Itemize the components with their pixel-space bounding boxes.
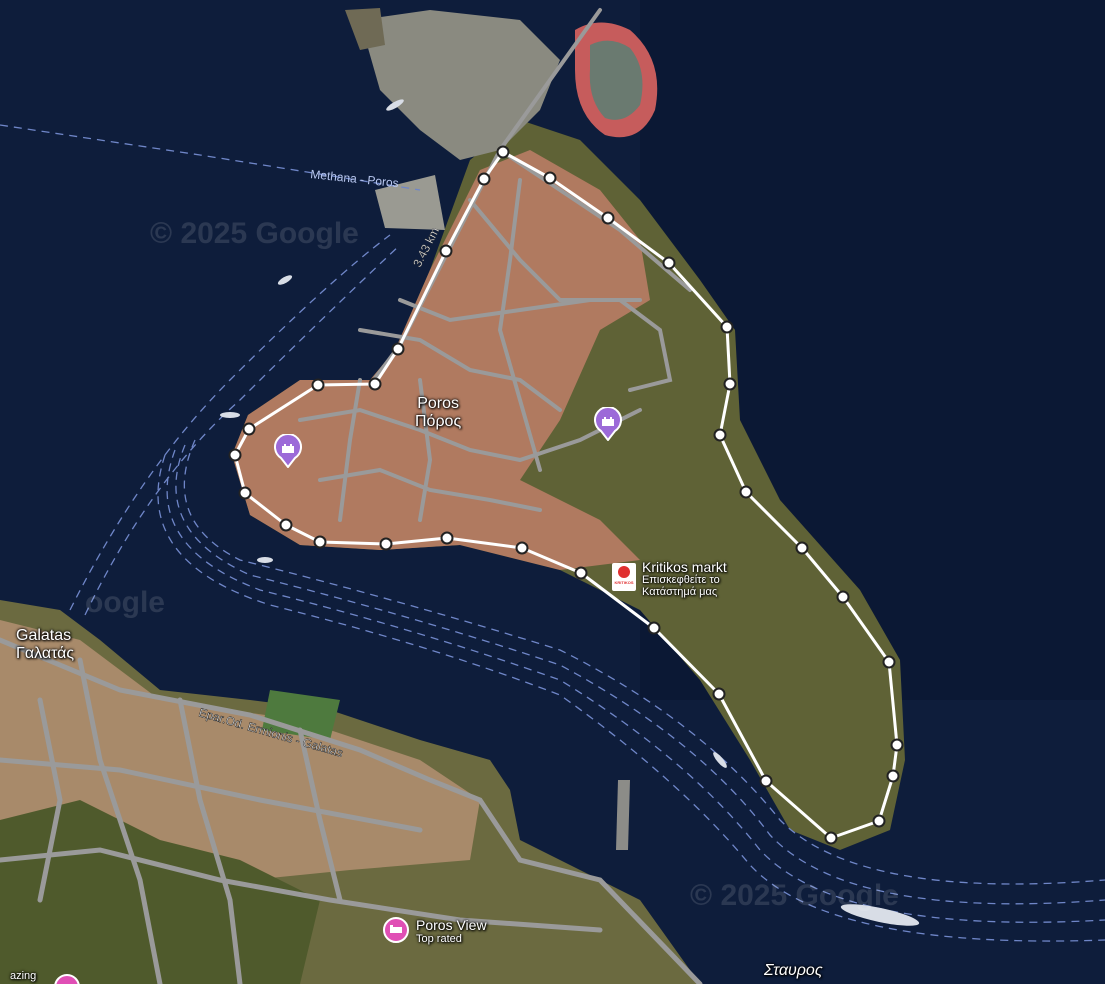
kritikos-logo-mark-icon [618,566,630,578]
route-node[interactable] [313,535,327,549]
port-area [360,10,560,160]
poros-view-subtitle: Top rated [416,933,462,945]
watermark-3: oogle [85,586,165,619]
landmark-pin-castle-icon[interactable] [273,434,303,468]
route-node[interactable] [601,211,615,225]
route-node[interactable] [662,256,676,270]
landmark-pin-castle-icon-2[interactable] [593,407,623,441]
route-node[interactable] [242,422,256,436]
route-node[interactable] [824,831,838,845]
poros-label-en: Poros [417,395,459,412]
route-node[interactable] [713,428,727,442]
route-node[interactable] [720,320,734,334]
route-node[interactable] [543,171,557,185]
route-node[interactable] [739,485,753,499]
stavros-label[interactable]: Σταυρος [764,962,823,979]
route-node[interactable] [712,687,726,701]
poros-land [232,120,905,850]
route-node[interactable] [647,621,661,635]
route-node[interactable] [882,655,896,669]
galatas-label[interactable]: Galatas Γαλατάς [16,627,74,662]
route-node[interactable] [574,566,588,580]
route-node[interactable] [477,172,491,186]
poros-label-gr: Πόρος [415,412,462,430]
kritikos-subtitle-1: Επισκεφθείτε το [642,574,720,586]
islet [345,8,385,50]
route-node[interactable] [368,377,382,391]
kritikos-subtitle-2: Κατάστημά μας [642,586,718,598]
route-node[interactable] [440,531,454,545]
poros-label[interactable]: Poros Πόρος [415,395,461,430]
route-node[interactable] [886,769,900,783]
galatas-roads [0,637,703,984]
pier [375,175,445,230]
route-node[interactable] [890,738,904,752]
kritikos-title: Kritikos markt [642,559,727,575]
route-node[interactable] [496,145,510,159]
watermark: © 2025 Google [150,217,359,250]
breakwater [616,780,630,850]
partial-hotel-pin-icon[interactable] [54,974,80,984]
route-nodes [228,145,904,845]
route-node[interactable] [391,342,405,356]
route-node[interactable] [439,244,453,258]
route-node[interactable] [238,486,252,500]
galatas-label-gr: Γαλατάς [16,644,75,662]
route-node[interactable] [872,814,886,828]
route-node[interactable] [795,541,809,555]
hotel-pin-icon [383,917,409,943]
route-node[interactable] [379,537,393,551]
poros-town-area [232,150,650,570]
partial-poi-label[interactable]: azing [10,970,37,982]
ferry-routes [0,124,1105,942]
route-node[interactable] [279,518,293,532]
poros-view-title: Poros View [416,917,487,933]
watermark-2: © 2025 Google [690,879,899,912]
kritikos-logo: KRITIKOS [612,563,636,591]
galatas-hills [0,800,320,984]
route-node[interactable] [759,774,773,788]
boats [220,99,920,926]
route-node[interactable] [228,448,242,462]
route-node[interactable] [836,590,850,604]
stadium-field [589,40,643,120]
route-node[interactable] [723,377,737,391]
route-node[interactable] [515,541,529,555]
kritikos-logo-text: KRITIKOS [614,580,634,585]
route-node[interactable] [311,378,325,392]
galatas-label-en: Galatas [16,627,72,644]
